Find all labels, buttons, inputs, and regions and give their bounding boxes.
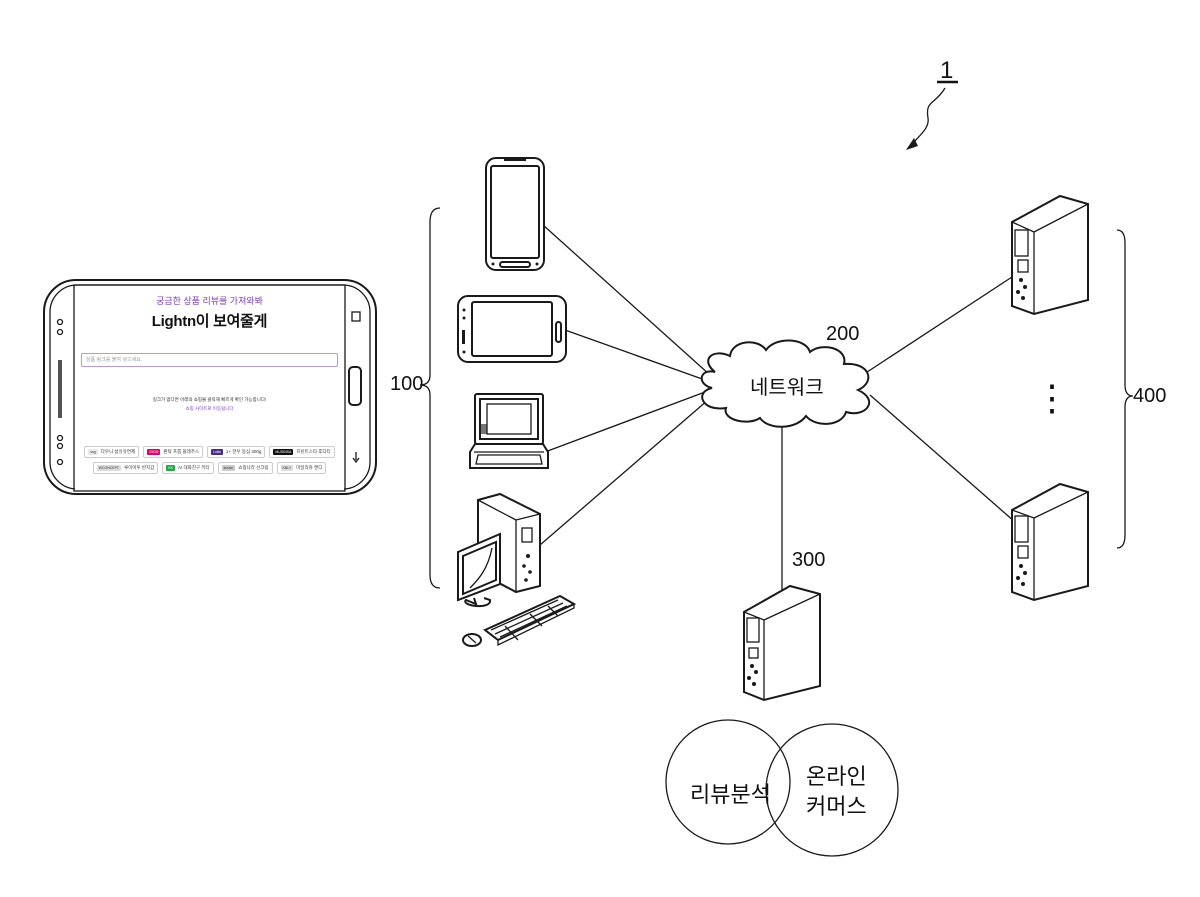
tablet-shop-chips: ssg 다우니 섬유유연제 29CM 판탁 프롭 플레주스 Lotte 1+ 한… (83, 446, 336, 474)
shop-chip[interactable]: KK AI 대화친구 키티 (162, 462, 213, 474)
shop-logo: KBLY (281, 465, 294, 471)
small-tablet-icon (458, 296, 566, 362)
venn-right-label-1: 온라인 (806, 764, 867, 789)
seller-dots: ⋮ (1034, 377, 1070, 418)
shop-chip-label: 판탁 프롭 플레주스 (163, 449, 199, 455)
shop-chip[interactable]: kream 쇼핑나라 선크림 (218, 462, 273, 474)
terminals-bracket: 100 (390, 208, 440, 588)
shop-logo: MUSINSA (273, 449, 293, 455)
shop-chip-label: 프린트스타 후디티 (296, 449, 330, 455)
network-cloud: 네트워크 (702, 340, 869, 426)
shop-chip-label: 다우니 섬유유연제 (101, 449, 135, 455)
shop-chip[interactable]: 29CM 판탁 프롭 플레주스 (143, 446, 203, 458)
label-system: 1 (940, 57, 953, 84)
tablet-screen: 궁금한 상품 리뷰를 가져와봐 Lightn이 보여줄게 상품 링크를 붙여 넣… (75, 286, 344, 490)
tablet-search-input[interactable]: 상품 링크를 붙여 넣으세요. (81, 353, 338, 367)
tablet-info-link[interactable]: 쇼핑 사이트로 이동됩니다 (75, 406, 344, 412)
label-sellers: 400 (1133, 385, 1166, 407)
shop-logo: Lotte (211, 449, 223, 455)
shop-logo: ssg (88, 449, 97, 455)
desktop-pc-icon (458, 494, 574, 646)
venn-left-label: 리뷰분석 (690, 782, 771, 807)
tablet-title: Lightn이 보여줄게 (75, 310, 344, 331)
seller-server-top-icon (1012, 196, 1088, 314)
shop-chip-label: 1+ 한우 등심 300g (226, 449, 261, 455)
shop-chip[interactable]: KBLY 마일리쥬 캔디 (277, 462, 327, 474)
sellers-bracket: 400 (1117, 230, 1166, 548)
shop-chip[interactable]: Lotte 1+ 한우 등심 300g (207, 446, 265, 458)
shop-chip-label: 마일리쥬 캔디 (296, 465, 322, 471)
label-terminals: 100 (390, 373, 423, 395)
seller-server-bottom-icon (1012, 484, 1088, 600)
shop-chip[interactable]: ssg 다우니 섬유유연제 (84, 446, 139, 458)
shop-chip-label: AI 대화친구 키티 (178, 465, 210, 471)
venn-diagram: 리뷰분석 온라인 커머스 (666, 720, 898, 856)
shop-chip-label: 쇼핑나라 선크림 (238, 465, 268, 471)
tablet-info-text: 링크가 없다면 아래의 쇼핑몰 클릭해 빠르게 확인 가능합니다! (75, 397, 344, 403)
shop-logo: kream (222, 465, 236, 471)
venn-right-label-2: 커머스 (806, 794, 867, 819)
network-label: 네트워크 (750, 376, 824, 399)
label-server: 300 (792, 549, 825, 571)
review-server-icon: 300 (744, 549, 825, 700)
laptop-icon (470, 394, 548, 468)
shop-logo: 29CM (147, 449, 160, 455)
smartphone-icon (486, 158, 544, 270)
shop-chip-label: 루이어투 반지갑 (124, 465, 154, 471)
label-network: 200 (826, 323, 859, 345)
shop-chip[interactable]: MUSINSA 프린트스타 후디티 (269, 446, 334, 458)
tablet-subtitle: 궁금한 상품 리뷰를 가져와봐 (75, 294, 344, 307)
shop-logo: WCONCEPT (97, 465, 121, 471)
shop-chip[interactable]: WCONCEPT 루이어투 반지갑 (93, 462, 159, 474)
shop-logo: KK (166, 465, 175, 471)
